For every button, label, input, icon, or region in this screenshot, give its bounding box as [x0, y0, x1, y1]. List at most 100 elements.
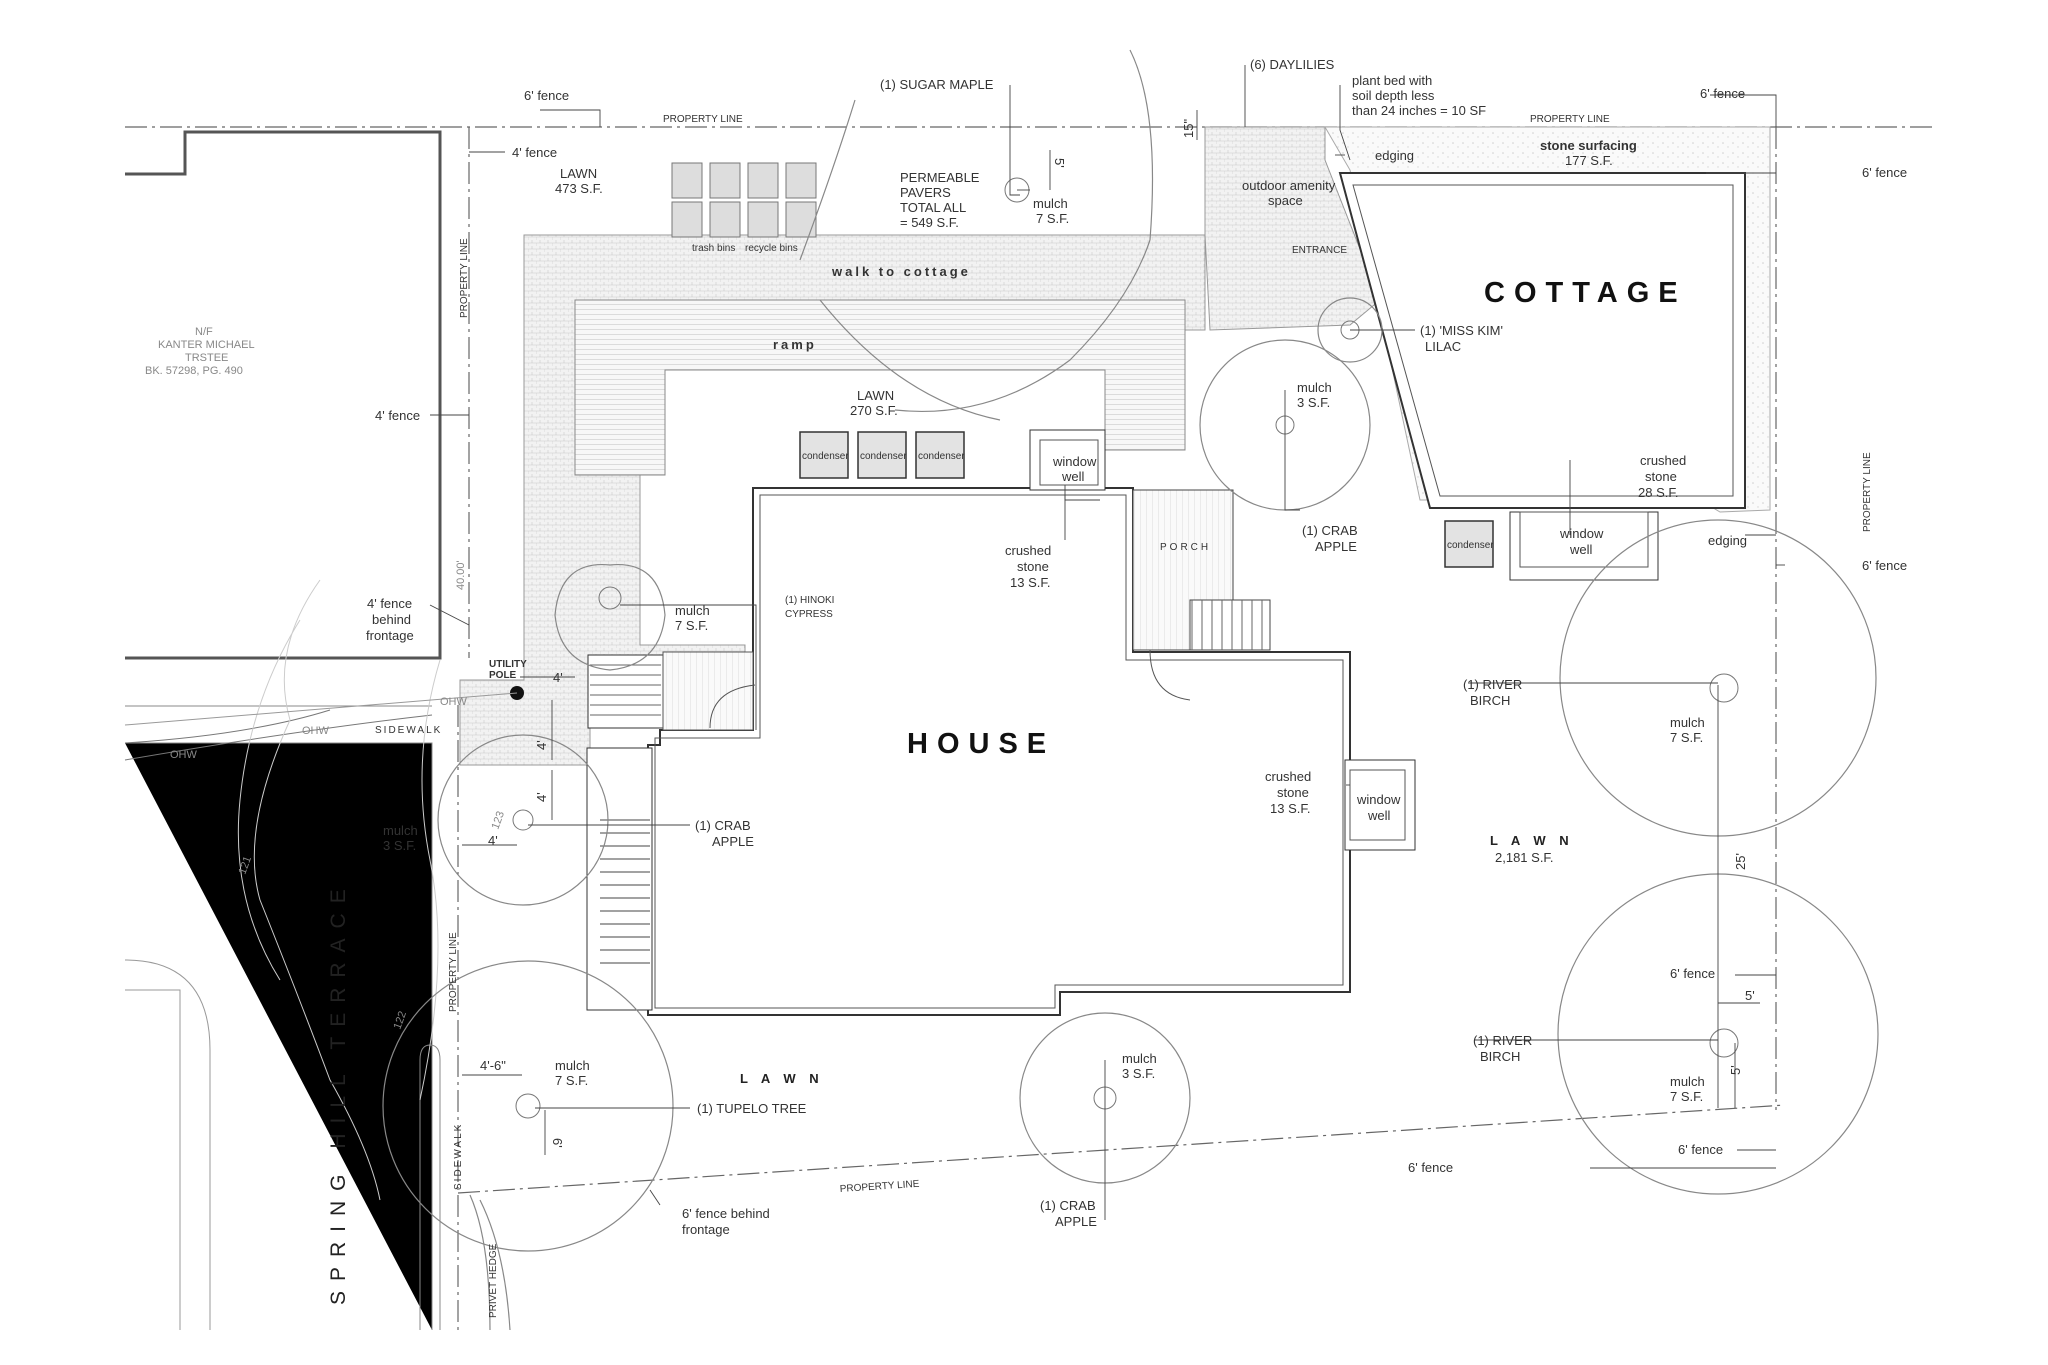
fence-6-right-1: 6' fence	[1862, 165, 1907, 180]
condenser-label-3: condenser	[918, 451, 965, 462]
porch-label: PORCH	[1160, 542, 1211, 553]
dim-6: 6'	[550, 1138, 565, 1148]
stone-house-north-3: 13 S.F.	[1010, 575, 1050, 590]
plant-bed-line-1: plant bed with	[1352, 73, 1432, 88]
crab-apple-3-label: (1) CRAB	[1040, 1198, 1096, 1213]
dim-4-6: 4'-6"	[480, 1058, 506, 1073]
stone-house-east-2: stone	[1277, 785, 1309, 800]
street-name: SPRING HILL TERRACE	[327, 879, 350, 1305]
plant-bed-line-2: soil depth less	[1352, 88, 1435, 103]
dim-25: 25'	[1733, 853, 1748, 870]
fence-4-left: 4' fence	[375, 408, 420, 423]
sugar-maple-label: (1) SUGAR MAPLE	[880, 77, 994, 92]
lawn-south-label: L A W N	[740, 1071, 824, 1086]
condensers	[799, 431, 1494, 568]
window-well-east: window	[1356, 792, 1401, 807]
stone-cottage: crushed	[1640, 453, 1686, 468]
mulch-birch-1: mulch	[1670, 715, 1705, 730]
pavers-line-3: TOTAL ALL	[900, 200, 966, 215]
dim-5-birch: 5'	[1745, 988, 1755, 1003]
condenser-label-2: condenser	[860, 451, 907, 462]
daylilies-label: (6) DAYLILIES	[1250, 57, 1335, 72]
neighbor-line-4: BK. 57298, PG. 490	[145, 365, 243, 377]
stone-cottage-2: stone	[1645, 469, 1677, 484]
lawn-top-label: LAWN	[560, 166, 597, 181]
window-well-east-2: well	[1367, 808, 1391, 823]
crab-apple-2-label-2: APPLE	[1315, 539, 1357, 554]
fence-6-top-left: 6' fence	[524, 88, 569, 103]
property-line-bottom: PROPERTY LINE	[839, 1179, 920, 1195]
mulch-birch-2-area: 7 S.F.	[1670, 1089, 1703, 1104]
river-birch-1-label-2: BIRCH	[1470, 693, 1510, 708]
property-line-top-left: PROPERTY LINE	[663, 114, 743, 125]
river-birch-2-label-2: BIRCH	[1480, 1049, 1520, 1064]
stone-surfacing-area: 177 S.F.	[1565, 153, 1613, 168]
river-birch-1-label: (1) RIVER	[1463, 677, 1522, 692]
mulch-crab-1-area: 3 S.F.	[383, 838, 416, 853]
bins	[671, 162, 817, 238]
stone-surfacing-label: stone surfacing	[1540, 138, 1637, 153]
stone-house-north-2: stone	[1017, 559, 1049, 574]
lawn-mid-label: LAWN	[857, 388, 894, 403]
lawn-east-area: 2,181 S.F.	[1495, 850, 1554, 865]
house-footprint	[586, 429, 1416, 1016]
mulch-maple: mulch	[1033, 196, 1068, 211]
fence-4-behind-1: 4' fence	[367, 596, 412, 611]
stone-house-east: crushed	[1265, 769, 1311, 784]
outdoor-amenity-line-1: outdoor amenity	[1242, 178, 1336, 193]
mulch-birch-1-area: 7 S.F.	[1670, 730, 1703, 745]
recycle-bins-label: recycle bins	[745, 243, 798, 254]
window-well-north-2: well	[1061, 469, 1085, 484]
contours	[237, 579, 441, 1201]
condenser-label-1: condenser	[802, 451, 849, 462]
fence-6-behind-1: 6' fence behind	[682, 1206, 770, 1221]
ohw-label-2: OHW	[302, 725, 330, 737]
ramp	[574, 299, 1186, 476]
entrance-label: ENTRANCE	[1292, 245, 1347, 256]
ohw-label-3: OHW	[170, 749, 198, 761]
hinoki-label: (1) HINOKI	[785, 595, 834, 606]
river-birch-2-label: (1) RIVER	[1473, 1033, 1532, 1048]
mulch-lilac-area: 3 S.F.	[1297, 395, 1330, 410]
mulch-hinoki: mulch	[675, 603, 710, 618]
plant-bed-line-3: than 24 inches = 10 SF	[1352, 103, 1486, 118]
mulch-crab-3-area: 3 S.F.	[1122, 1066, 1155, 1081]
neighbor-building	[125, 130, 442, 660]
mulch-tupelo: mulch	[555, 1058, 590, 1073]
dim-4-c: 4'	[534, 792, 549, 802]
crab-apple-1-label: (1) CRAB	[695, 818, 751, 833]
crab-apple-2-label: (1) CRAB	[1302, 523, 1358, 538]
crab-apple-1-label-2: APPLE	[712, 834, 754, 849]
mulch-crab-1: mulch	[383, 823, 418, 838]
mulch-birch-2: mulch	[1670, 1074, 1705, 1089]
stone-house-east-3: 13 S.F.	[1270, 801, 1310, 816]
property-line-right: PROPERTY LINE	[1862, 452, 1873, 532]
tupelo-label: (1) TUPELO TREE	[697, 1101, 807, 1116]
ohw-label-1: OHW	[440, 696, 468, 708]
mulch-lilac: mulch	[1297, 380, 1332, 395]
window-well-cottage-2: well	[1569, 542, 1593, 557]
neighbor-line-1: N/F	[195, 326, 213, 338]
dim-5-maple: 5'	[1052, 158, 1067, 168]
neighbor-line-2: KANTER MICHAEL	[158, 339, 255, 351]
miss-kim-label-2: LILAC	[1425, 339, 1461, 354]
utility-pole-label-2: POLE	[489, 670, 517, 681]
property-line-top-right: PROPERTY LINE	[1530, 114, 1610, 125]
dim-40: 40.00'	[455, 560, 467, 590]
contour-123: 123	[490, 810, 508, 831]
dimension-lines	[462, 110, 1760, 1155]
utility-pole-label: UTILITY	[489, 659, 527, 670]
mulch-maple-area: 7 S.F.	[1036, 211, 1069, 226]
fence-6-top-right: 6' fence	[1700, 86, 1745, 101]
fence-4-behind-3: frontage	[366, 628, 414, 643]
contour-122: 122	[392, 1010, 410, 1031]
outdoor-amenity-line-2: space	[1268, 193, 1303, 208]
neighbor-line-3: TRSTEE	[185, 352, 228, 364]
mulch-crab-3: mulch	[1122, 1051, 1157, 1066]
edging-label-1: edging	[1375, 148, 1414, 163]
lawn-east-label: L A W N	[1490, 833, 1574, 848]
fence-6-bottom-2: 6' fence	[1678, 1142, 1723, 1157]
hinoki-label-2: CYPRESS	[785, 609, 833, 620]
dim-4-a: 4'	[553, 670, 563, 685]
dim-4-b: 4'	[534, 740, 549, 750]
